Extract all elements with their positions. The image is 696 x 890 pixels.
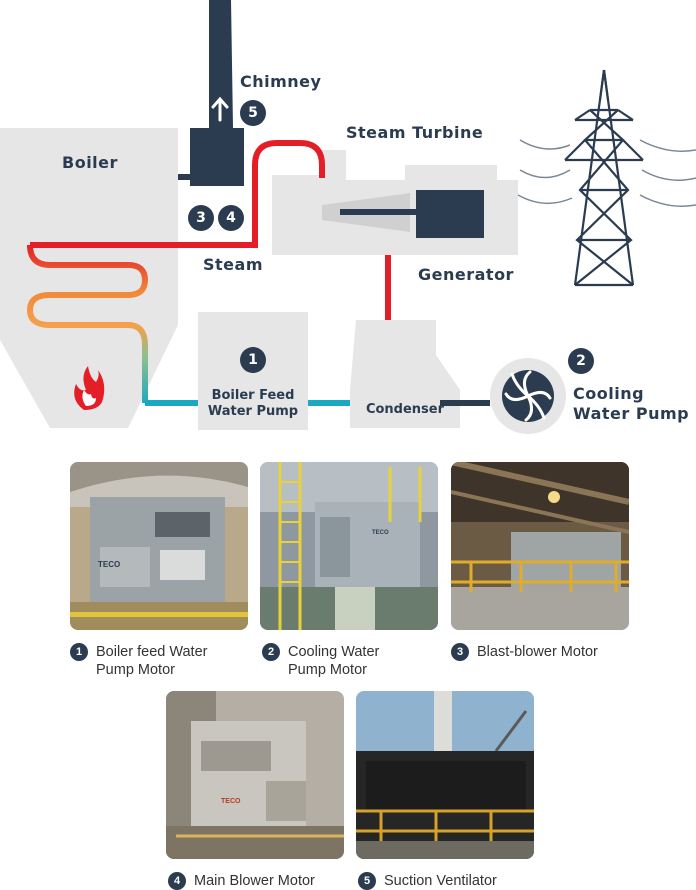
- caption-5-number: 5: [358, 872, 376, 890]
- generator-shape: [416, 190, 484, 238]
- transmission-tower-icon: [564, 69, 644, 287]
- caption-2-text: Cooling Water Pump Motor: [288, 644, 380, 678]
- boiler-label: Boiler: [62, 153, 118, 172]
- teco-marking-4: TECO: [221, 798, 241, 805]
- arrow-up-icon: [211, 96, 229, 122]
- badge-steam-3: 3: [188, 205, 214, 231]
- photo-main-blower-motor: TECO: [166, 691, 344, 859]
- fire-icon: [74, 366, 105, 410]
- caption-2-number: 2: [262, 643, 280, 661]
- caption-3-text: Blast-blower Motor: [477, 644, 598, 660]
- power-lines: [517, 139, 696, 207]
- condenser-shape: [350, 320, 460, 428]
- generator-label: Generator: [418, 265, 514, 284]
- badge-boiler-feed: 1: [240, 347, 266, 373]
- shaft: [340, 209, 420, 215]
- fan-icon: [504, 370, 552, 422]
- caption-3: 3 Blast-blower Motor: [451, 643, 598, 661]
- caption-4-text: Main Blower Motor: [194, 873, 315, 889]
- photo-blast-blower-motor: [451, 462, 629, 630]
- power-plant-diagram: [0, 0, 696, 434]
- chimney-label: Chimney: [240, 72, 322, 91]
- caption-1: 1 Boiler feed Water Pump Motor: [70, 643, 207, 679]
- boiler-coil: [26, 244, 149, 403]
- steam-pipe-red: [30, 140, 325, 248]
- caption-4-number: 4: [168, 872, 186, 890]
- caption-5: 5 Suction Ventilator: [358, 872, 497, 890]
- boiler-feed-pump-label: Boiler Feed Water Pump: [207, 388, 299, 419]
- badge-chimney: 5: [240, 100, 266, 126]
- badge-cooling: 2: [568, 348, 594, 374]
- steam-turbine-label: Steam Turbine: [346, 123, 484, 142]
- condenser-label: Condenser: [365, 402, 445, 417]
- cooling-water-pump-label: Cooling Water Pump: [573, 384, 690, 423]
- photo-cooling-pump-motor: TECO: [260, 462, 438, 630]
- teco-marking-2: TECO: [372, 530, 389, 536]
- caption-2: 2 Cooling Water Pump Motor: [262, 643, 379, 679]
- caption-4: 4 Main Blower Motor: [168, 872, 315, 890]
- photo-suction-ventilator: [356, 691, 534, 859]
- chimney-duct: [178, 174, 192, 180]
- chimney-shape: [209, 0, 233, 128]
- caption-1-text: Boiler feed Water Pump Motor: [96, 644, 208, 678]
- caption-5-text: Suction Ventilator: [384, 873, 497, 889]
- teco-marking-1: TECO: [98, 560, 120, 569]
- chimney-base: [190, 128, 244, 186]
- caption-3-number: 3: [451, 643, 469, 661]
- badge-steam-4: 4: [218, 205, 244, 231]
- caption-1-number: 1: [70, 643, 88, 661]
- photo-boiler-feed-motor: TECO: [70, 462, 248, 630]
- steam-label: Steam: [203, 255, 263, 274]
- boiler-shape: [0, 128, 178, 428]
